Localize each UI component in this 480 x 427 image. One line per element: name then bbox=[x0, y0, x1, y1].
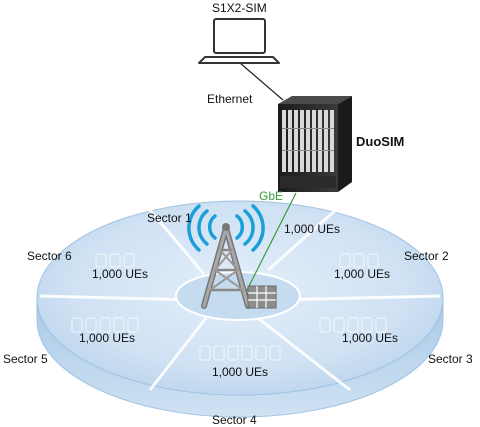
sector-6-label: Sector 6 bbox=[27, 249, 72, 263]
signal-waves-icon bbox=[187, 204, 265, 252]
coverage-disc bbox=[36, 200, 444, 418]
sector-4-ues: 1,000 UEs bbox=[212, 365, 268, 379]
server-chassis-icon bbox=[278, 96, 352, 192]
sector-3-ues: 1,000 UEs bbox=[342, 331, 398, 345]
sector-2-ues: 1,000 UEs bbox=[334, 267, 390, 281]
cell-tower-icon bbox=[201, 223, 277, 309]
sector-1-label: Sector 1 bbox=[147, 211, 192, 225]
ethernet-label: Ethernet bbox=[207, 92, 253, 106]
ethernet-cable bbox=[239, 62, 284, 101]
gbe-cable bbox=[245, 192, 297, 293]
sector-1-ues: 1,000 UEs bbox=[284, 222, 340, 236]
duosim-label: DuoSIM bbox=[356, 134, 404, 149]
gbe-label: GbE bbox=[259, 189, 283, 203]
sector-6-ues: 1,000 UEs bbox=[92, 267, 148, 281]
laptop-icon bbox=[198, 18, 280, 64]
sector-4-label: Sector 4 bbox=[212, 413, 257, 427]
sector-dividers bbox=[39, 206, 441, 392]
sector-3-label: Sector 3 bbox=[428, 352, 473, 366]
sector-5-label: Sector 5 bbox=[3, 352, 48, 366]
sector-5-ues: 1,000 UEs bbox=[79, 331, 135, 345]
ue-icons bbox=[71, 253, 387, 361]
sector-2-label: Sector 2 bbox=[404, 249, 449, 263]
laptop-label: S1X2-SIM bbox=[212, 1, 267, 15]
